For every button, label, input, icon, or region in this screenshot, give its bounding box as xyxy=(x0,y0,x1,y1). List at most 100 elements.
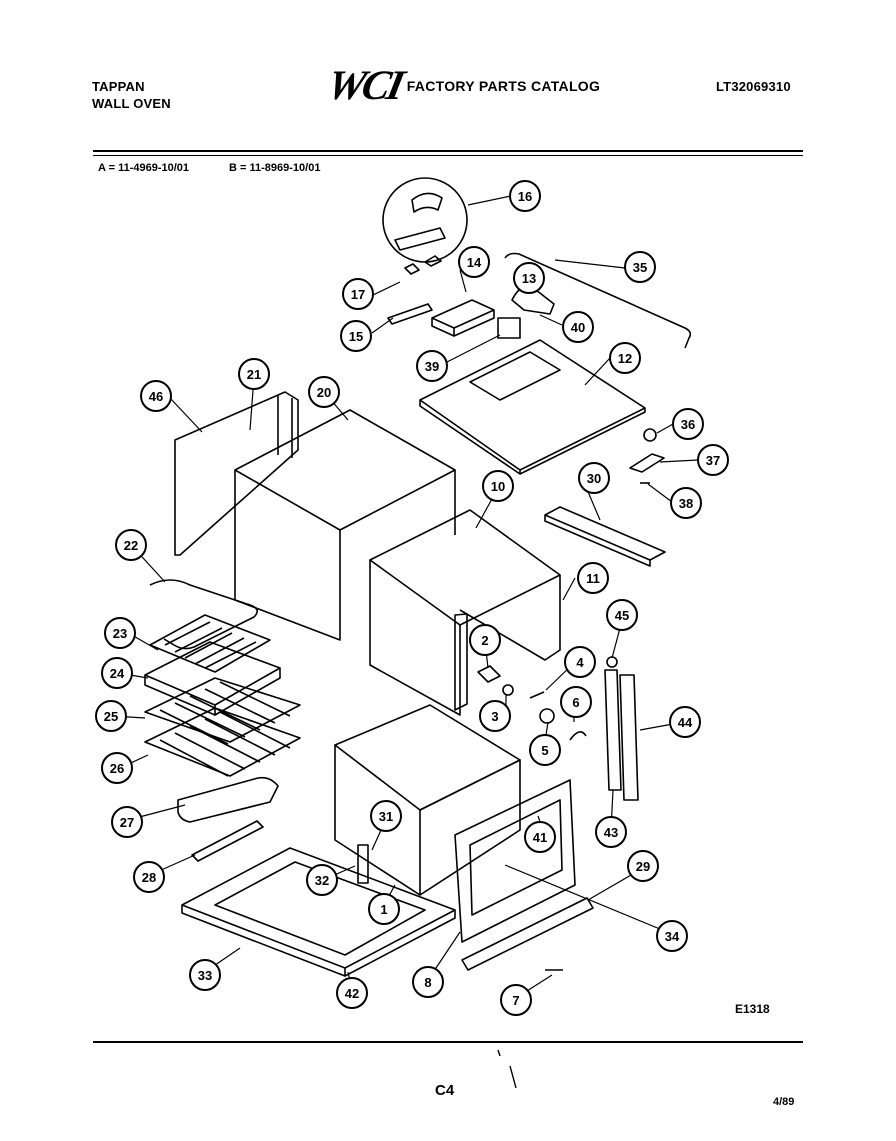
callout-13-label: 13 xyxy=(522,271,536,286)
part-29 xyxy=(461,897,594,971)
callout-44-label: 44 xyxy=(678,715,693,730)
callout-6[interactable]: 6 xyxy=(560,686,592,718)
callout-39[interactable]: 39 xyxy=(416,350,448,382)
callout-10-label: 10 xyxy=(491,479,505,494)
callout-15[interactable]: 15 xyxy=(340,320,372,352)
callout-10[interactable]: 10 xyxy=(482,470,514,502)
callout-32[interactable]: 32 xyxy=(306,864,338,896)
part-33-base xyxy=(181,847,456,977)
part-21-rails xyxy=(277,395,293,458)
part-11-flange xyxy=(454,613,468,711)
callout-29-label: 29 xyxy=(636,859,650,874)
callout-markers: 16 14 13 35 17 40 15 12 39 21 20 46 36 3… xyxy=(95,180,729,1016)
callout-35[interactable]: 35 xyxy=(624,251,656,283)
callout-12[interactable]: 12 xyxy=(609,342,641,374)
part-15 xyxy=(387,303,433,325)
part-10-top xyxy=(369,509,561,626)
callout-44[interactable]: 44 xyxy=(669,706,701,738)
page-number: C4 xyxy=(435,1082,455,1099)
product-type: WALL OVEN xyxy=(92,96,171,111)
callout-30[interactable]: 30 xyxy=(578,462,610,494)
callout-11-label: 11 xyxy=(586,571,600,586)
catalog-title: FACTORY PARTS CATALOG xyxy=(406,78,601,94)
callout-1[interactable]: 1 xyxy=(368,893,400,925)
scan-marks xyxy=(497,1049,517,1089)
part-35-wire xyxy=(504,252,692,349)
callout-38[interactable]: 38 xyxy=(670,487,702,519)
callout-4[interactable]: 4 xyxy=(564,646,596,678)
scan-edge xyxy=(0,0,18,1141)
part-31 xyxy=(357,844,369,884)
callout-8[interactable]: 8 xyxy=(412,966,444,998)
part-45 xyxy=(606,656,618,668)
callout-3[interactable]: 3 xyxy=(479,700,511,732)
callout-26-label: 26 xyxy=(110,761,124,776)
detail-circle xyxy=(382,177,468,263)
callout-26[interactable]: 26 xyxy=(101,752,133,784)
part-42-recess xyxy=(214,861,426,956)
callout-31[interactable]: 31 xyxy=(370,800,402,832)
callout-12-label: 12 xyxy=(618,351,632,366)
part-17-clips xyxy=(404,255,442,275)
callout-21[interactable]: 21 xyxy=(238,358,270,390)
callout-15-label: 15 xyxy=(349,329,363,344)
callout-36-label: 36 xyxy=(681,417,695,432)
callout-45[interactable]: 45 xyxy=(606,599,638,631)
part-10-front xyxy=(369,560,461,716)
callout-16[interactable]: 16 xyxy=(509,180,541,212)
part-30 xyxy=(544,506,666,567)
callout-17[interactable]: 17 xyxy=(342,278,374,310)
callout-7-label: 7 xyxy=(512,993,519,1008)
callout-28-label: 28 xyxy=(142,870,156,885)
callout-20-label: 20 xyxy=(317,385,331,400)
callout-41[interactable]: 41 xyxy=(524,821,556,853)
part-39-block xyxy=(497,317,521,339)
callout-28[interactable]: 28 xyxy=(133,861,165,893)
part-28 xyxy=(191,820,264,862)
callout-7[interactable]: 7 xyxy=(500,984,532,1016)
part-36 xyxy=(643,428,657,442)
callout-1-label: 1 xyxy=(380,902,387,917)
callout-13[interactable]: 13 xyxy=(513,262,545,294)
callout-8-label: 8 xyxy=(424,975,431,990)
callout-17-label: 17 xyxy=(351,287,365,302)
callout-5[interactable]: 5 xyxy=(529,734,561,766)
callout-22[interactable]: 22 xyxy=(115,529,147,561)
callout-33[interactable]: 33 xyxy=(189,959,221,991)
callout-43[interactable]: 43 xyxy=(595,816,627,848)
callout-25[interactable]: 25 xyxy=(95,700,127,732)
part-3 xyxy=(502,684,514,696)
callout-39-label: 39 xyxy=(425,359,439,374)
part-drawings xyxy=(144,177,692,977)
part-27 xyxy=(177,776,279,823)
callout-20[interactable]: 20 xyxy=(308,376,340,408)
callout-36[interactable]: 36 xyxy=(672,408,704,440)
callout-37[interactable]: 37 xyxy=(697,444,729,476)
callout-3-label: 3 xyxy=(491,709,498,724)
callout-23[interactable]: 23 xyxy=(104,617,136,649)
callout-27-label: 27 xyxy=(120,815,134,830)
part-20-front xyxy=(234,470,341,641)
part-26 xyxy=(144,707,301,777)
callout-27[interactable]: 27 xyxy=(111,806,143,838)
callout-2[interactable]: 2 xyxy=(469,624,501,656)
part-23-grille xyxy=(164,621,257,669)
callout-14-label: 14 xyxy=(467,255,482,270)
callout-29[interactable]: 29 xyxy=(627,850,659,882)
callout-16-label: 16 xyxy=(518,189,532,204)
callout-40[interactable]: 40 xyxy=(562,311,594,343)
variant-b: B = 11-8969-10/01 xyxy=(229,162,321,174)
callout-42[interactable]: 42 xyxy=(336,977,368,1009)
callout-14[interactable]: 14 xyxy=(458,246,490,278)
header-rule-thin xyxy=(93,155,803,156)
callout-34[interactable]: 34 xyxy=(656,920,688,952)
callout-24[interactable]: 24 xyxy=(101,657,133,689)
variant-a: A = 11-4969-10/01 xyxy=(98,162,190,174)
callout-40-label: 40 xyxy=(571,320,585,335)
callout-11[interactable]: 11 xyxy=(577,562,609,594)
callout-46[interactable]: 46 xyxy=(140,380,172,412)
part-43 xyxy=(604,669,622,791)
part-16-knob xyxy=(411,192,443,213)
